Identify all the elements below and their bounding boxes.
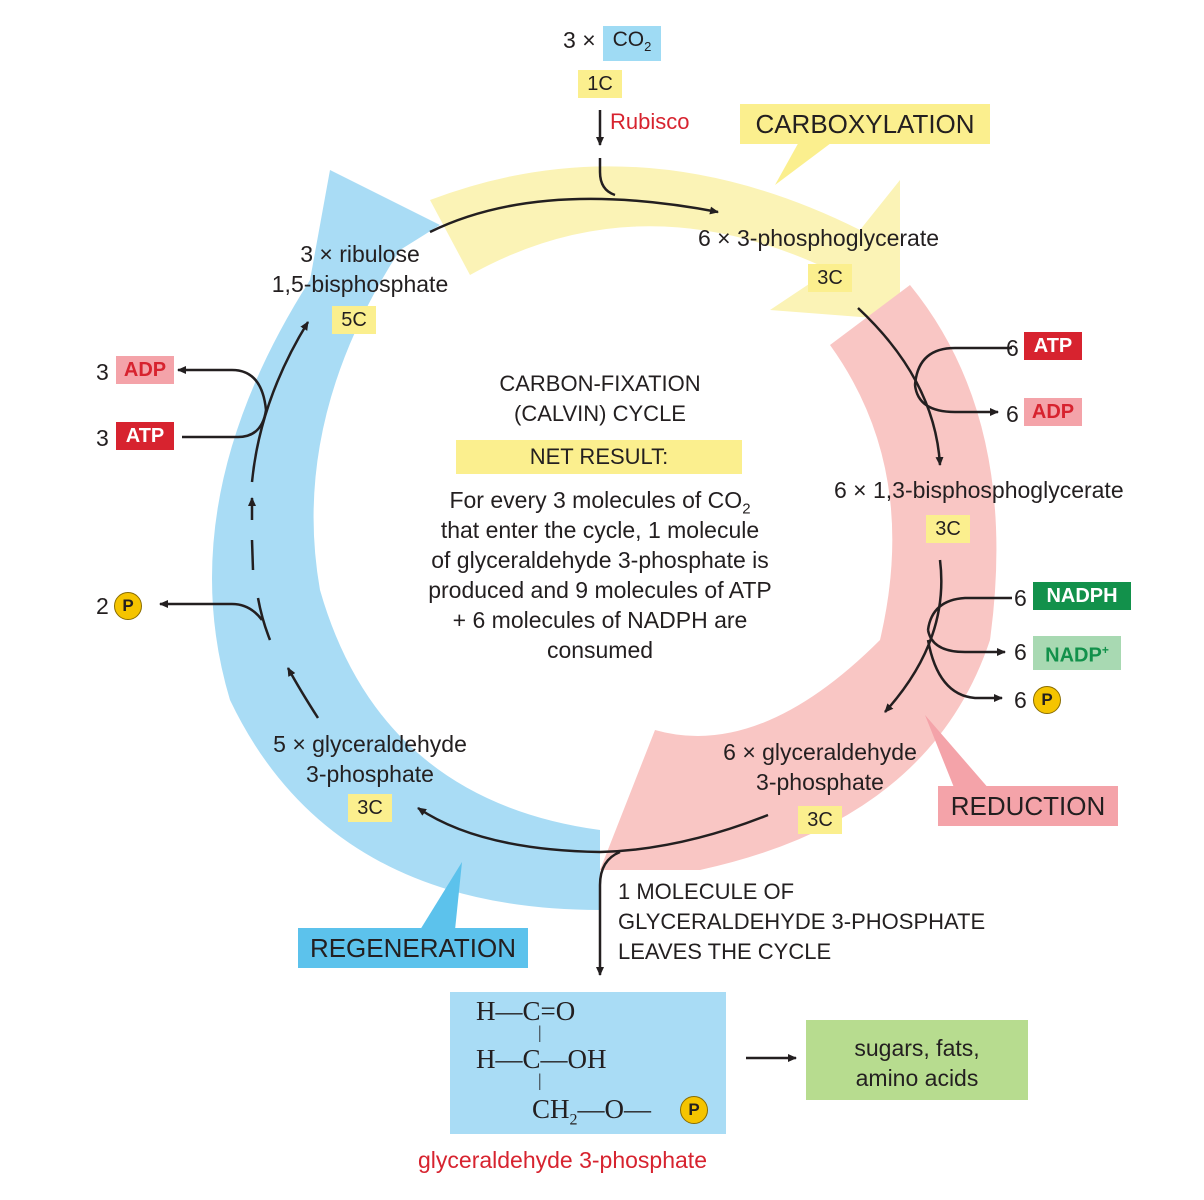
reduction-label: REDUCTION [938,786,1118,826]
co2-box: CO2 [603,26,661,62]
net-result-line6: consumed [546,637,654,663]
regeneration-label: REGENERATION [298,928,528,968]
carboxylation-label: CARBOXYLATION [740,104,990,144]
exit-line3: LEAVES THE CYCLE [618,939,832,964]
net-result-line2: that enter the cycle, 1 molecule [440,517,760,543]
co2-count: 3 × [563,27,596,53]
g3p5-line2: 3-phosphate [306,761,434,787]
atp3-box: ATP [116,422,174,450]
adp3-count: 3 [96,359,109,385]
g3p5-carbon-tag: 3C [348,794,392,822]
co2-carbon-tag: 1C [578,70,622,98]
regeneration-arc [212,170,600,910]
exit-line1: 1 MOLECULE OF [618,879,795,904]
net-result-label: NET RESULT: [456,440,742,474]
phosphate-icon: P [1033,686,1061,714]
cycle-title-line2: (CALVIN) CYCLE [514,401,686,426]
adp3-box: ADP [116,356,174,384]
net-result-line3: of glyceraldehyde 3-phosphate is [431,547,769,573]
structure-caption: glyceraldehyde 3-phosphate [418,1147,707,1173]
exit-line2: GLYCERALDEHYDE 3-PHOSPHATE [618,909,986,934]
bpg-carbon-tag: 3C [926,515,970,543]
nadp-box: NADP+ [1033,636,1121,670]
structure-row1: H—C=O [476,996,576,1026]
atp6-box: ATP [1024,332,1082,360]
nadp-count: 6 [1014,639,1027,665]
g3p6-line1: 6 × glyceraldehyde [723,739,917,765]
atp3-count: 3 [96,425,109,451]
bond-vertical: | [538,1022,542,1042]
net-result-line1: For every 3 molecules of CO2 [449,487,751,518]
p6-count: 6 [1014,687,1027,713]
rubp-line2: 1,5-bisphosphate [271,271,449,297]
pga-carbon-tag: 3C [808,264,852,292]
net-result-line5: + 6 molecules of NADPH are [452,607,748,633]
products-box [806,1020,1028,1100]
pga-label: 6 × 3-phosphoglycerate [698,225,940,251]
bpg-label: 6 × 1,3-bisphosphoglycerate [834,477,1124,503]
rubp-line1: 3 × ribulose [300,241,420,267]
nadph-count: 6 [1014,585,1027,611]
structure-row3: CH2—O— [532,1094,652,1129]
cycle-title-line1: CARBON-FIXATION [499,371,701,396]
atp6-count: 6 [1006,335,1019,361]
net-result-line4: produced and 9 molecules of ATP [428,577,772,603]
carboxylation-arc [430,166,900,320]
nadph-box: NADPH [1033,582,1131,610]
p2-count: 2 [96,593,109,619]
g3p6-carbon-tag: 3C [798,806,842,834]
adp6-count: 6 [1006,401,1019,427]
bond-vertical: | [538,1070,542,1090]
phosphate-icon: P [680,1096,708,1124]
products-line2: amino acids [855,1065,979,1091]
adp6-box: ADP [1024,398,1082,426]
phosphate-icon: P [114,592,142,620]
structure-row2: H—C—OH [476,1044,607,1074]
reduction-arc [600,285,997,870]
g3p6-line2: 3-phosphate [756,769,884,795]
rubisco-label: Rubisco [610,109,690,134]
rubp-carbon-tag: 5C [332,306,376,334]
g3p5-line1: 5 × glyceraldehyde [273,731,467,757]
products-line1: sugars, fats, [854,1035,980,1061]
